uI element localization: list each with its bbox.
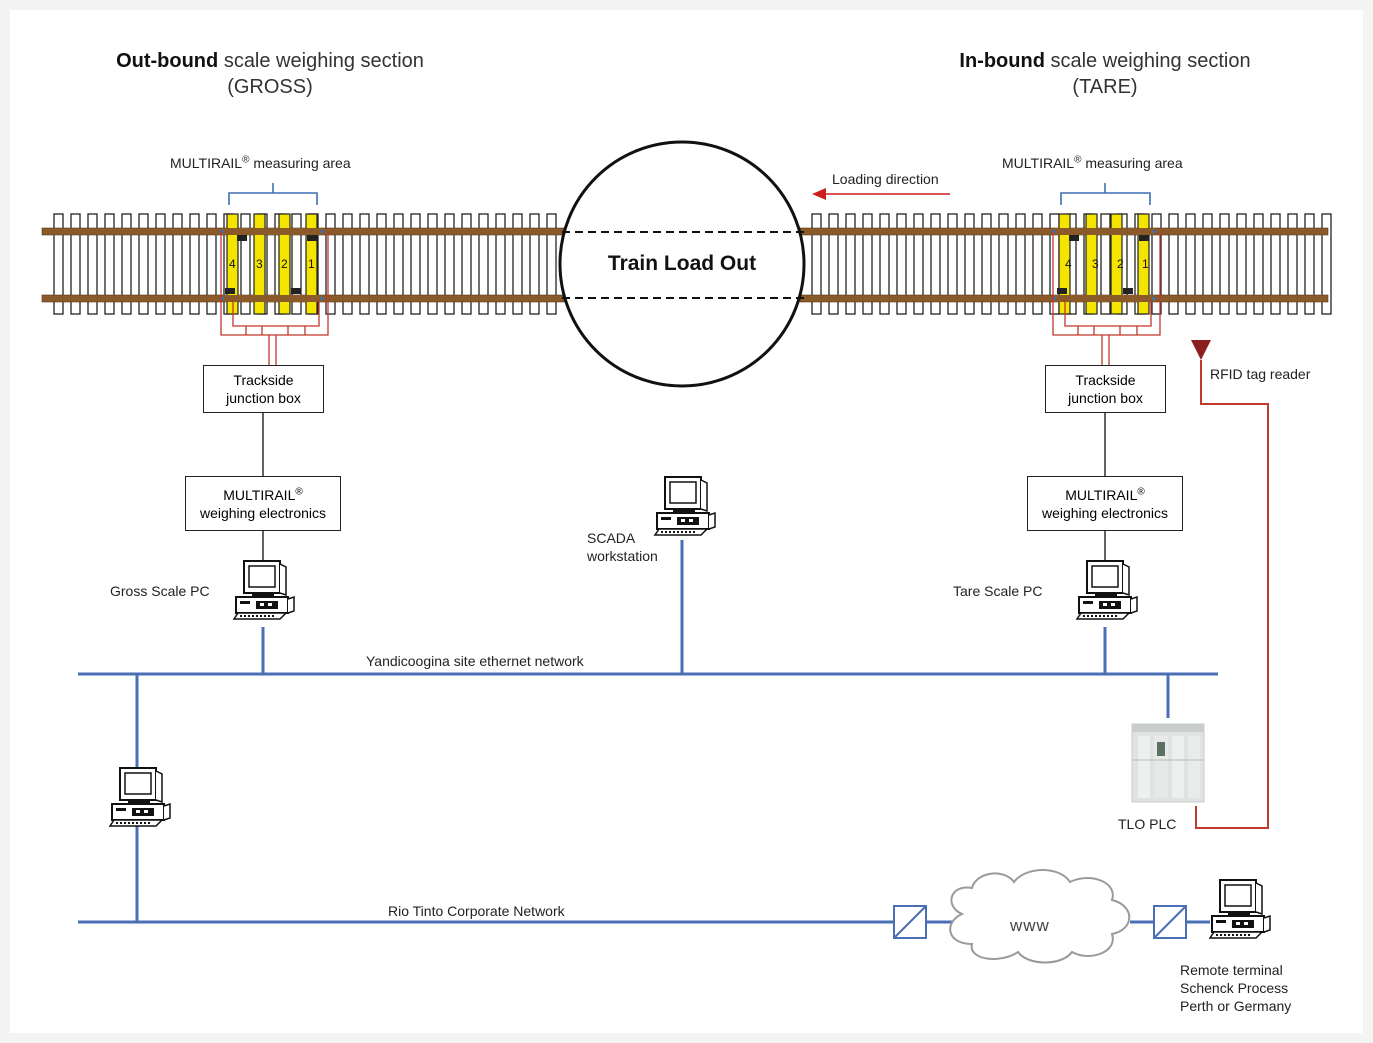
- load-cell-number-left-1: 1: [308, 257, 315, 271]
- plc-icon: [1132, 724, 1204, 802]
- measuring-area-label-right: MULTIRAIL® measuring area: [1002, 154, 1183, 172]
- weight-sensor: [1123, 288, 1133, 294]
- outbound-header-sub: (GROSS): [60, 74, 480, 100]
- load-cell-number-left-3: 3: [256, 257, 263, 271]
- scada-label-line2: workstation: [587, 547, 658, 565]
- weighing-electronics-left: MULTIRAIL® weighing electronics: [185, 476, 341, 531]
- computer-icon: [1077, 561, 1137, 619]
- load-cell-number-right-2: 2: [1117, 257, 1124, 271]
- outbound-header: Out-bound scale weighing section (GROSS): [60, 48, 480, 100]
- tare-scale-pc-label: Tare Scale PC: [953, 582, 1042, 600]
- remote-terminal-line3: Perth or Germany: [1180, 997, 1291, 1015]
- measuring-area-brand-right: MULTIRAIL: [1002, 155, 1074, 171]
- electronics-left-line2: weighing electronics: [186, 504, 340, 522]
- junction-box-right: Trackside junction box: [1045, 365, 1166, 413]
- load-cell-number-right-4: 4: [1065, 257, 1072, 271]
- rail-segment: [221, 295, 323, 302]
- rfid-label: RFID tag reader: [1210, 365, 1310, 383]
- remote-terminal-label: Remote terminal Schenck Process Perth or…: [1180, 961, 1291, 1015]
- gross-scale-pc-label: Gross Scale PC: [110, 582, 210, 600]
- rail-gap-marker: [1152, 230, 1155, 233]
- loading-direction-label: Loading direction: [832, 170, 939, 188]
- measuring-area-bracket-right: [1061, 183, 1150, 205]
- computer-icon: [1210, 880, 1270, 938]
- electronics-left-reg: ®: [295, 486, 302, 497]
- inbound-header-text: scale weighing section: [1050, 50, 1250, 72]
- corporate-network-label: Rio Tinto Corporate Network: [388, 902, 565, 920]
- measuring-area-bracket-left: [229, 183, 317, 205]
- junction-box-right-line2: junction box: [1046, 389, 1165, 407]
- media-converter-icon: [894, 906, 926, 938]
- rail-gap-marker: [1152, 297, 1155, 300]
- measuring-area-brand-left: MULTIRAIL: [170, 155, 242, 171]
- rail-segment: [1053, 295, 1155, 302]
- electronics-right-brand: MULTIRAIL: [1065, 487, 1137, 503]
- computer-icon: [110, 768, 170, 826]
- junction-box-left: Trackside junction box: [203, 365, 324, 413]
- weighing-electronics-right: MULTIRAIL® weighing electronics: [1027, 476, 1183, 531]
- junction-box-left-line2: junction box: [204, 389, 323, 407]
- inbound-header-bold: In-bound: [959, 50, 1045, 72]
- train-load-out-label: Train Load Out: [572, 252, 792, 276]
- load-cell-number-left-2: 2: [281, 257, 288, 271]
- remote-terminal-line1: Remote terminal: [1180, 961, 1291, 979]
- junction-box-right-line1: Trackside: [1046, 371, 1165, 389]
- load-cell-number-right-3: 3: [1092, 257, 1099, 271]
- outbound-header-text: scale weighing section: [224, 50, 424, 72]
- scada-label: SCADA workstation: [587, 529, 658, 565]
- measuring-area-suffix-right: measuring area: [1081, 155, 1182, 171]
- electronics-right-line2: weighing electronics: [1028, 504, 1182, 522]
- media-converter-icon-2: [1154, 906, 1186, 938]
- weight-sensor: [1069, 235, 1079, 241]
- scada-label-line1: SCADA: [587, 529, 658, 547]
- electronics-left-brand: MULTIRAIL: [223, 487, 295, 503]
- measuring-area-suffix-left: measuring area: [249, 155, 350, 171]
- computer-icon: [655, 477, 715, 535]
- rail-gap-marker: [320, 297, 323, 300]
- junction-box-left-line1: Trackside: [204, 371, 323, 389]
- www-label: www: [1010, 916, 1050, 936]
- outbound-header-bold: Out-bound: [116, 50, 218, 72]
- arrow-left-icon: [812, 188, 950, 200]
- rail-segment: [221, 228, 323, 235]
- weight-sensor: [225, 288, 235, 294]
- electronics-right-reg: ®: [1137, 486, 1144, 497]
- tlo-plc-label: TLO PLC: [1118, 815, 1176, 833]
- weight-sensor: [307, 235, 317, 241]
- weight-sensor: [237, 235, 247, 241]
- rail-gap-marker: [320, 230, 323, 233]
- rail-segment: [1053, 228, 1155, 235]
- weight-sensor: [1139, 235, 1149, 241]
- weight-sensor: [1057, 288, 1067, 294]
- load-cell-number-right-1: 1: [1142, 257, 1149, 271]
- remote-terminal-line2: Schenck Process: [1180, 979, 1291, 997]
- weight-sensor: [291, 288, 301, 294]
- inbound-header: In-bound scale weighing section (TARE): [895, 48, 1315, 100]
- measuring-area-label-left: MULTIRAIL® measuring area: [170, 154, 351, 172]
- site-network-label: Yandicoogina site ethernet network: [366, 652, 584, 670]
- inbound-header-sub: (TARE): [895, 74, 1315, 100]
- computer-icon: [234, 561, 294, 619]
- load-cell-number-left-4: 4: [229, 257, 236, 271]
